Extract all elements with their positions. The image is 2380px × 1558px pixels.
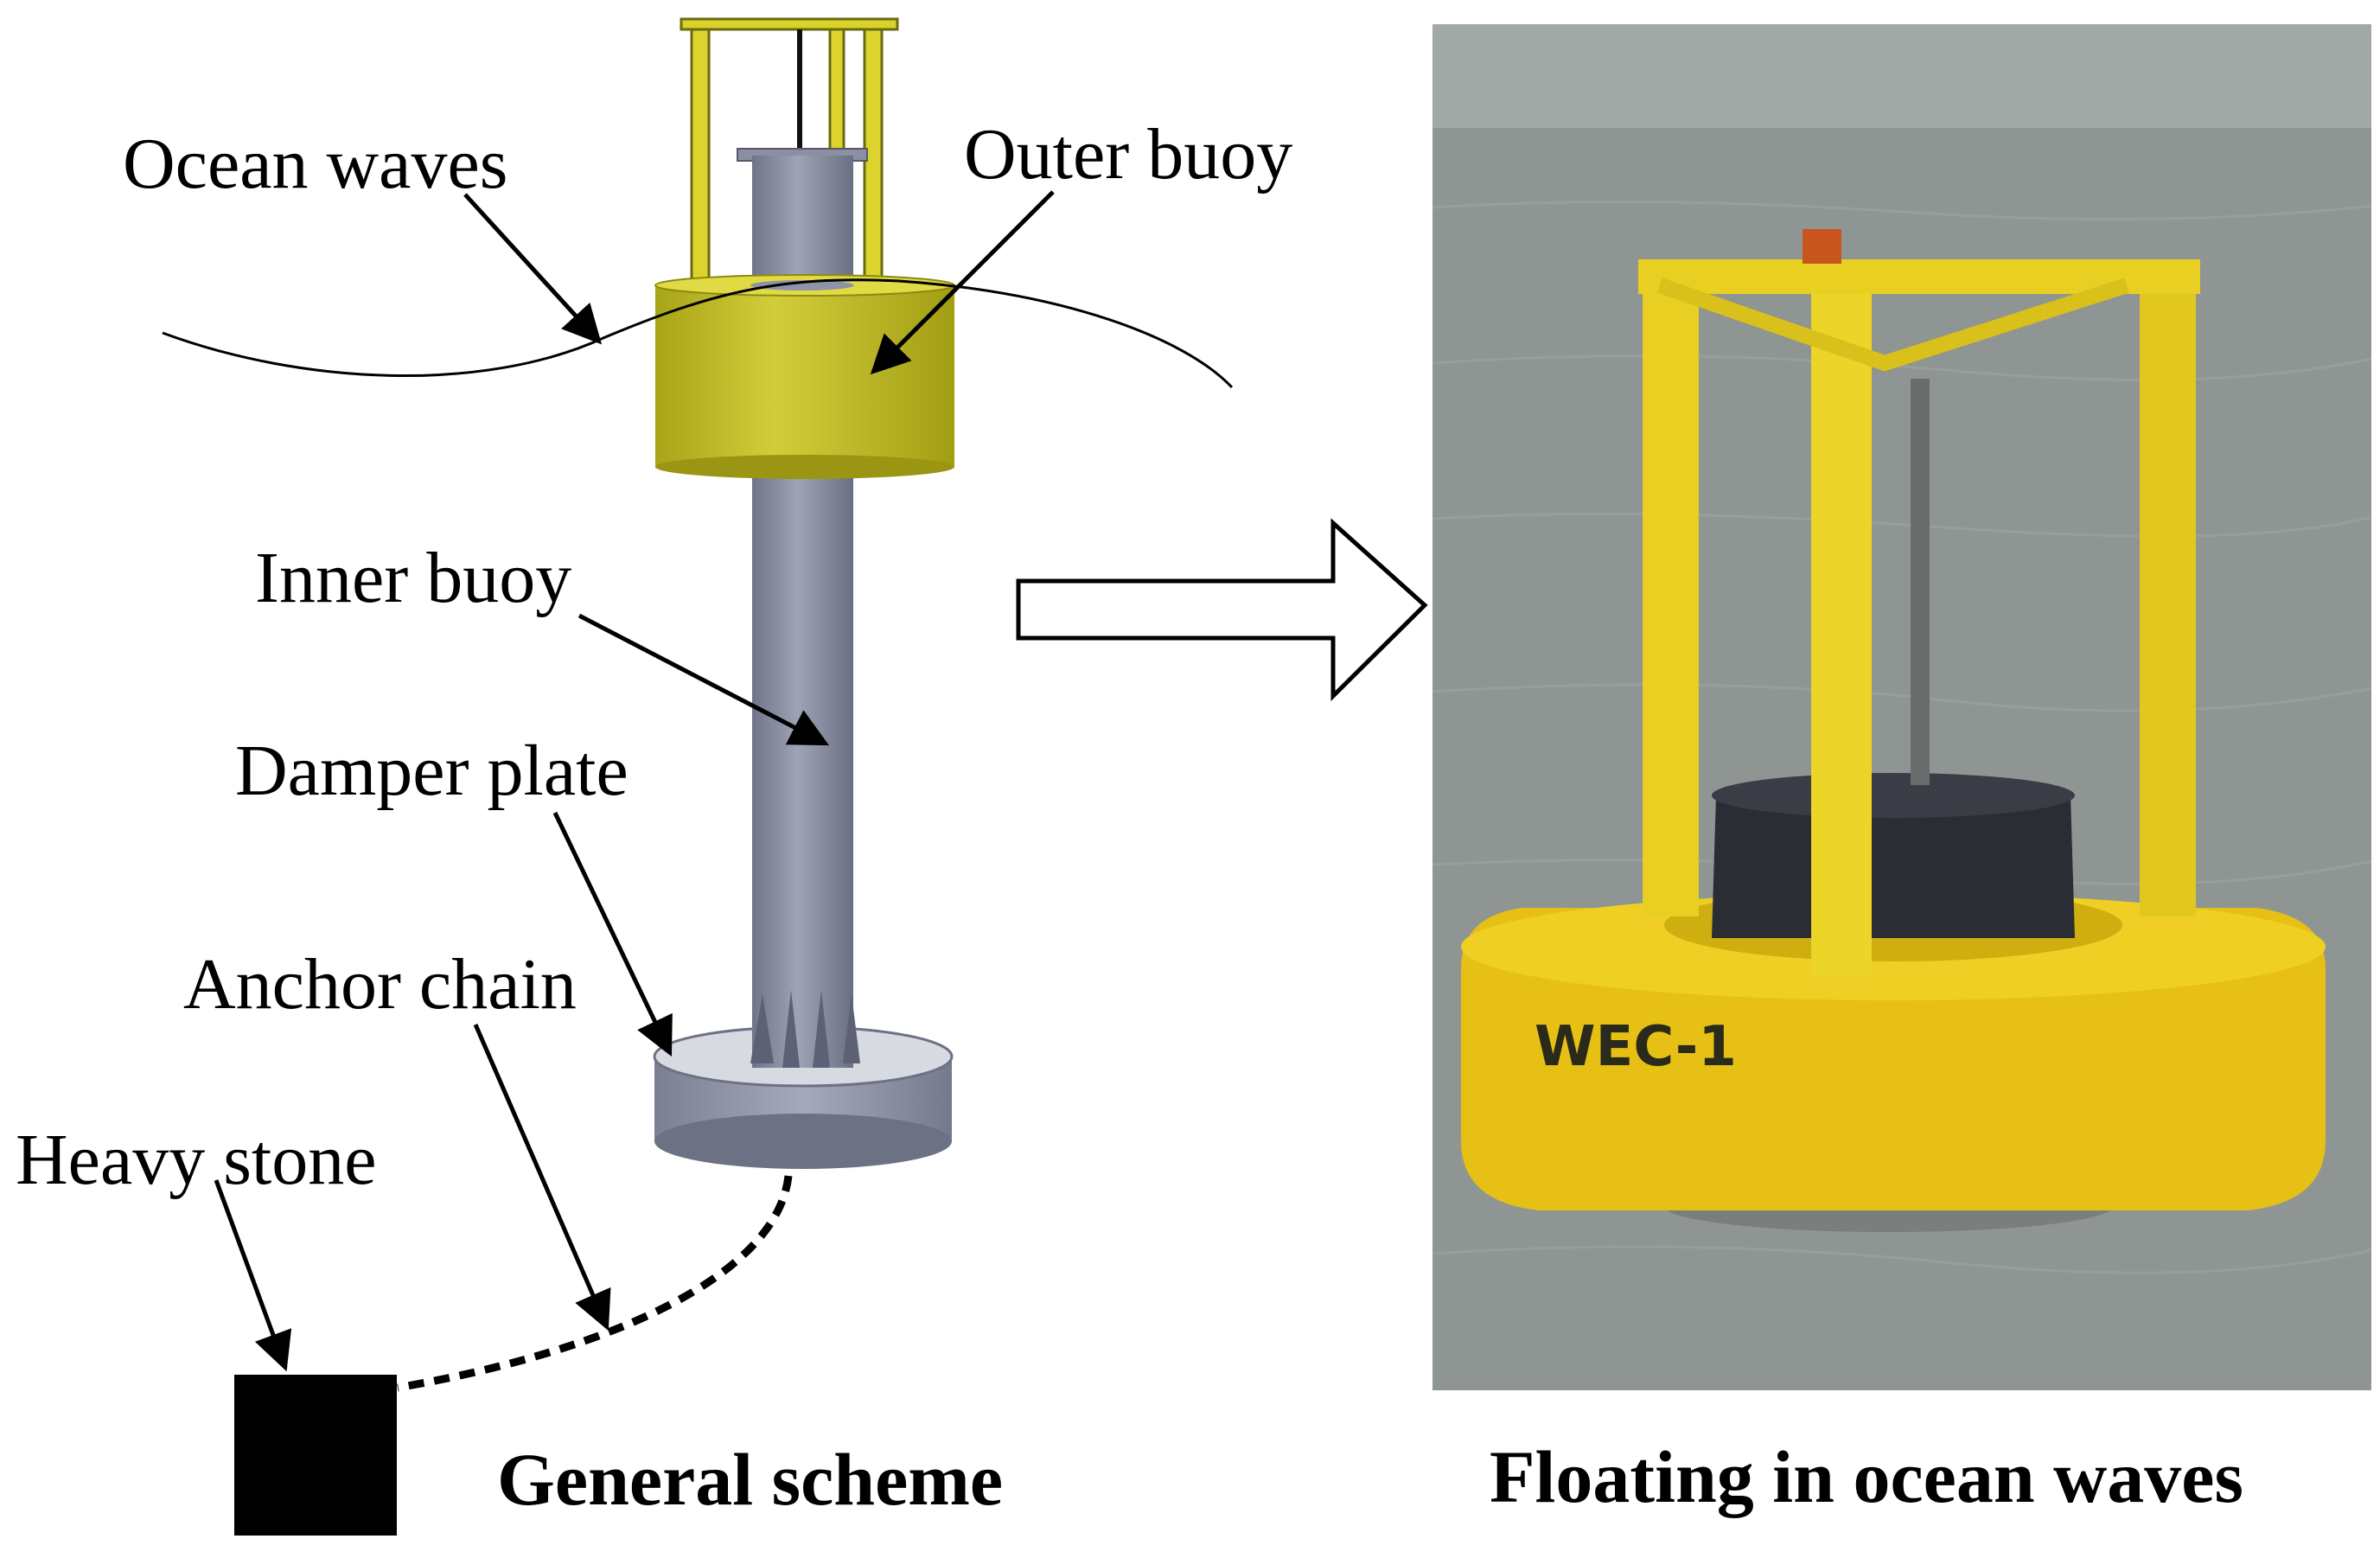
heavy-stone-label: Heavy stone: [16, 1120, 377, 1200]
outer-buoy-label: Outer buoy: [964, 114, 1293, 195]
damper-plate-label: Damper plate: [235, 731, 628, 811]
outer-buoy-shape: [654, 274, 955, 479]
buoy-photo: WEC-1: [1432, 24, 2372, 1390]
heavy-stone-block: [234, 1375, 397, 1536]
block-arrow: [1016, 518, 1428, 701]
floating-caption: Floating in ocean waves: [1490, 1435, 2243, 1518]
anchor-chain-label: Anchor chain: [183, 944, 577, 1025]
general-scheme-caption: General scheme: [497, 1438, 1004, 1521]
inner-buoy-label: Inner buoy: [255, 538, 572, 618]
ocean-waves-label: Ocean waves: [123, 124, 508, 204]
anchor-chain-line: [397, 1175, 793, 1392]
ocean-wave-curve: [162, 278, 1234, 389]
damper-plate-shape: [653, 986, 954, 1169]
svg-text:WEC-1: WEC-1: [1535, 1015, 1737, 1079]
label-arrows: [214, 190, 1055, 1372]
